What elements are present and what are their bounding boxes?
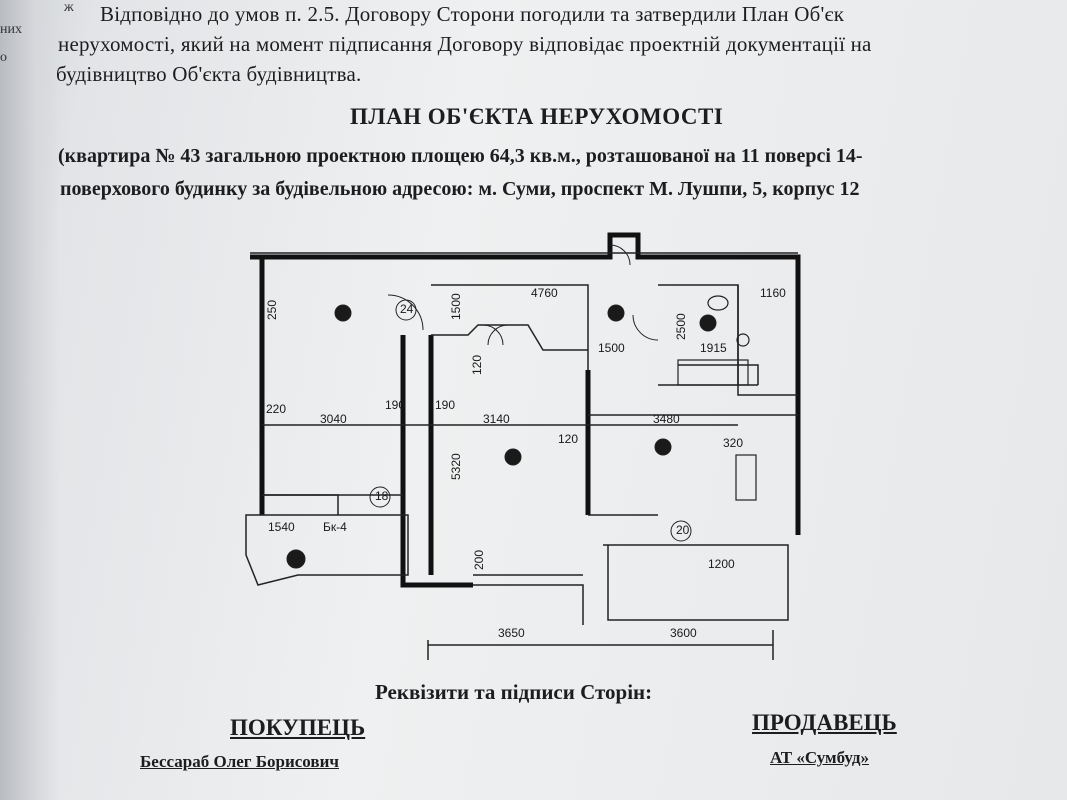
adjacent-page-edge: них о	[0, 0, 60, 800]
balcony-outline	[245, 494, 409, 586]
seller-name: АТ «Сумбуд»	[770, 748, 869, 767]
room-number: 5	[613, 306, 620, 320]
paragraph-line: будівництво Об'єкта будівництва.	[56, 62, 362, 86]
marker-label: 20	[676, 523, 690, 537]
dim-label: 190	[385, 398, 405, 412]
dim-label: 200	[472, 550, 486, 570]
floor-plan: 4760 1160 250 1500 2500 1500 1915 220 30…	[238, 225, 808, 665]
plan-title: ПЛАН ОБ'ЄКТА НЕРУХОМОСТІ	[350, 104, 724, 129]
plan-subtitle-line: поверхового будинку за будівельною адрес…	[60, 178, 860, 200]
dim-label: 5320	[449, 453, 463, 480]
dim-label: 190	[435, 398, 455, 412]
plan-markers	[369, 299, 692, 542]
bathroom-fixtures	[677, 295, 757, 501]
dimensions: 4760 1160 250 1500 2500 1500 1915 220 30…	[265, 286, 786, 640]
dim-label: 1160	[760, 286, 786, 300]
dim-label: 1500	[598, 341, 625, 355]
dim-label: 3140	[483, 412, 510, 426]
dim-label: 120	[558, 432, 578, 446]
dim-label: 3040	[320, 412, 347, 426]
room-labels	[286, 304, 717, 569]
door-arcs	[387, 244, 659, 346]
room-number: 2	[340, 306, 347, 320]
edge-text-fragment: о	[0, 50, 7, 65]
dim-label: 3480	[653, 412, 680, 426]
room-number: 4	[660, 440, 667, 454]
room-number: 9	[293, 552, 300, 566]
signatures-heading: Реквізити та підписи Сторін:	[375, 680, 653, 704]
interior-walls	[250, 252, 798, 660]
plan-subtitle-line: (квартира № 43 загальною проектною площе…	[58, 145, 863, 167]
marker-label: 24	[400, 302, 414, 316]
dim-label: 3650	[498, 626, 525, 640]
exterior-walls	[250, 232, 801, 588]
dim-label: 1915	[700, 341, 727, 355]
edge-text-fragment: ж	[64, 0, 74, 15]
dim-label: 3600	[670, 626, 697, 640]
dim-label: 1540	[268, 520, 295, 534]
dim-label: 220	[266, 402, 286, 416]
dim-label: 250	[265, 300, 279, 320]
dim-label: 320	[723, 436, 743, 450]
buyer-role: ПОКУПЕЦЬ	[230, 715, 366, 740]
dim-label: 1500	[449, 293, 463, 320]
balcony-label: Бк-4	[323, 520, 347, 534]
dim-label: 120	[470, 355, 484, 375]
floor-plan-drawing: 4760 1160 250 1500 2500 1500 1915 220 30…	[245, 232, 801, 660]
edge-text-fragment: них	[0, 22, 22, 37]
dim-label: 1200	[708, 557, 735, 571]
dim-label: 2500	[674, 313, 688, 340]
room-number: 1	[510, 450, 517, 464]
paragraph-line: нерухомості, який на момент підписання Д…	[58, 32, 872, 56]
marker-label: 18	[375, 489, 389, 503]
paragraph-line: Відповідно до умов п. 2.5. Договору Стор…	[100, 2, 845, 26]
room-number: 8	[705, 316, 712, 330]
seller-role: ПРОДАВЕЦЬ	[752, 710, 897, 735]
dim-label: 4760	[531, 286, 558, 300]
buyer-name: Бессараб Олег Борисович	[140, 752, 339, 771]
